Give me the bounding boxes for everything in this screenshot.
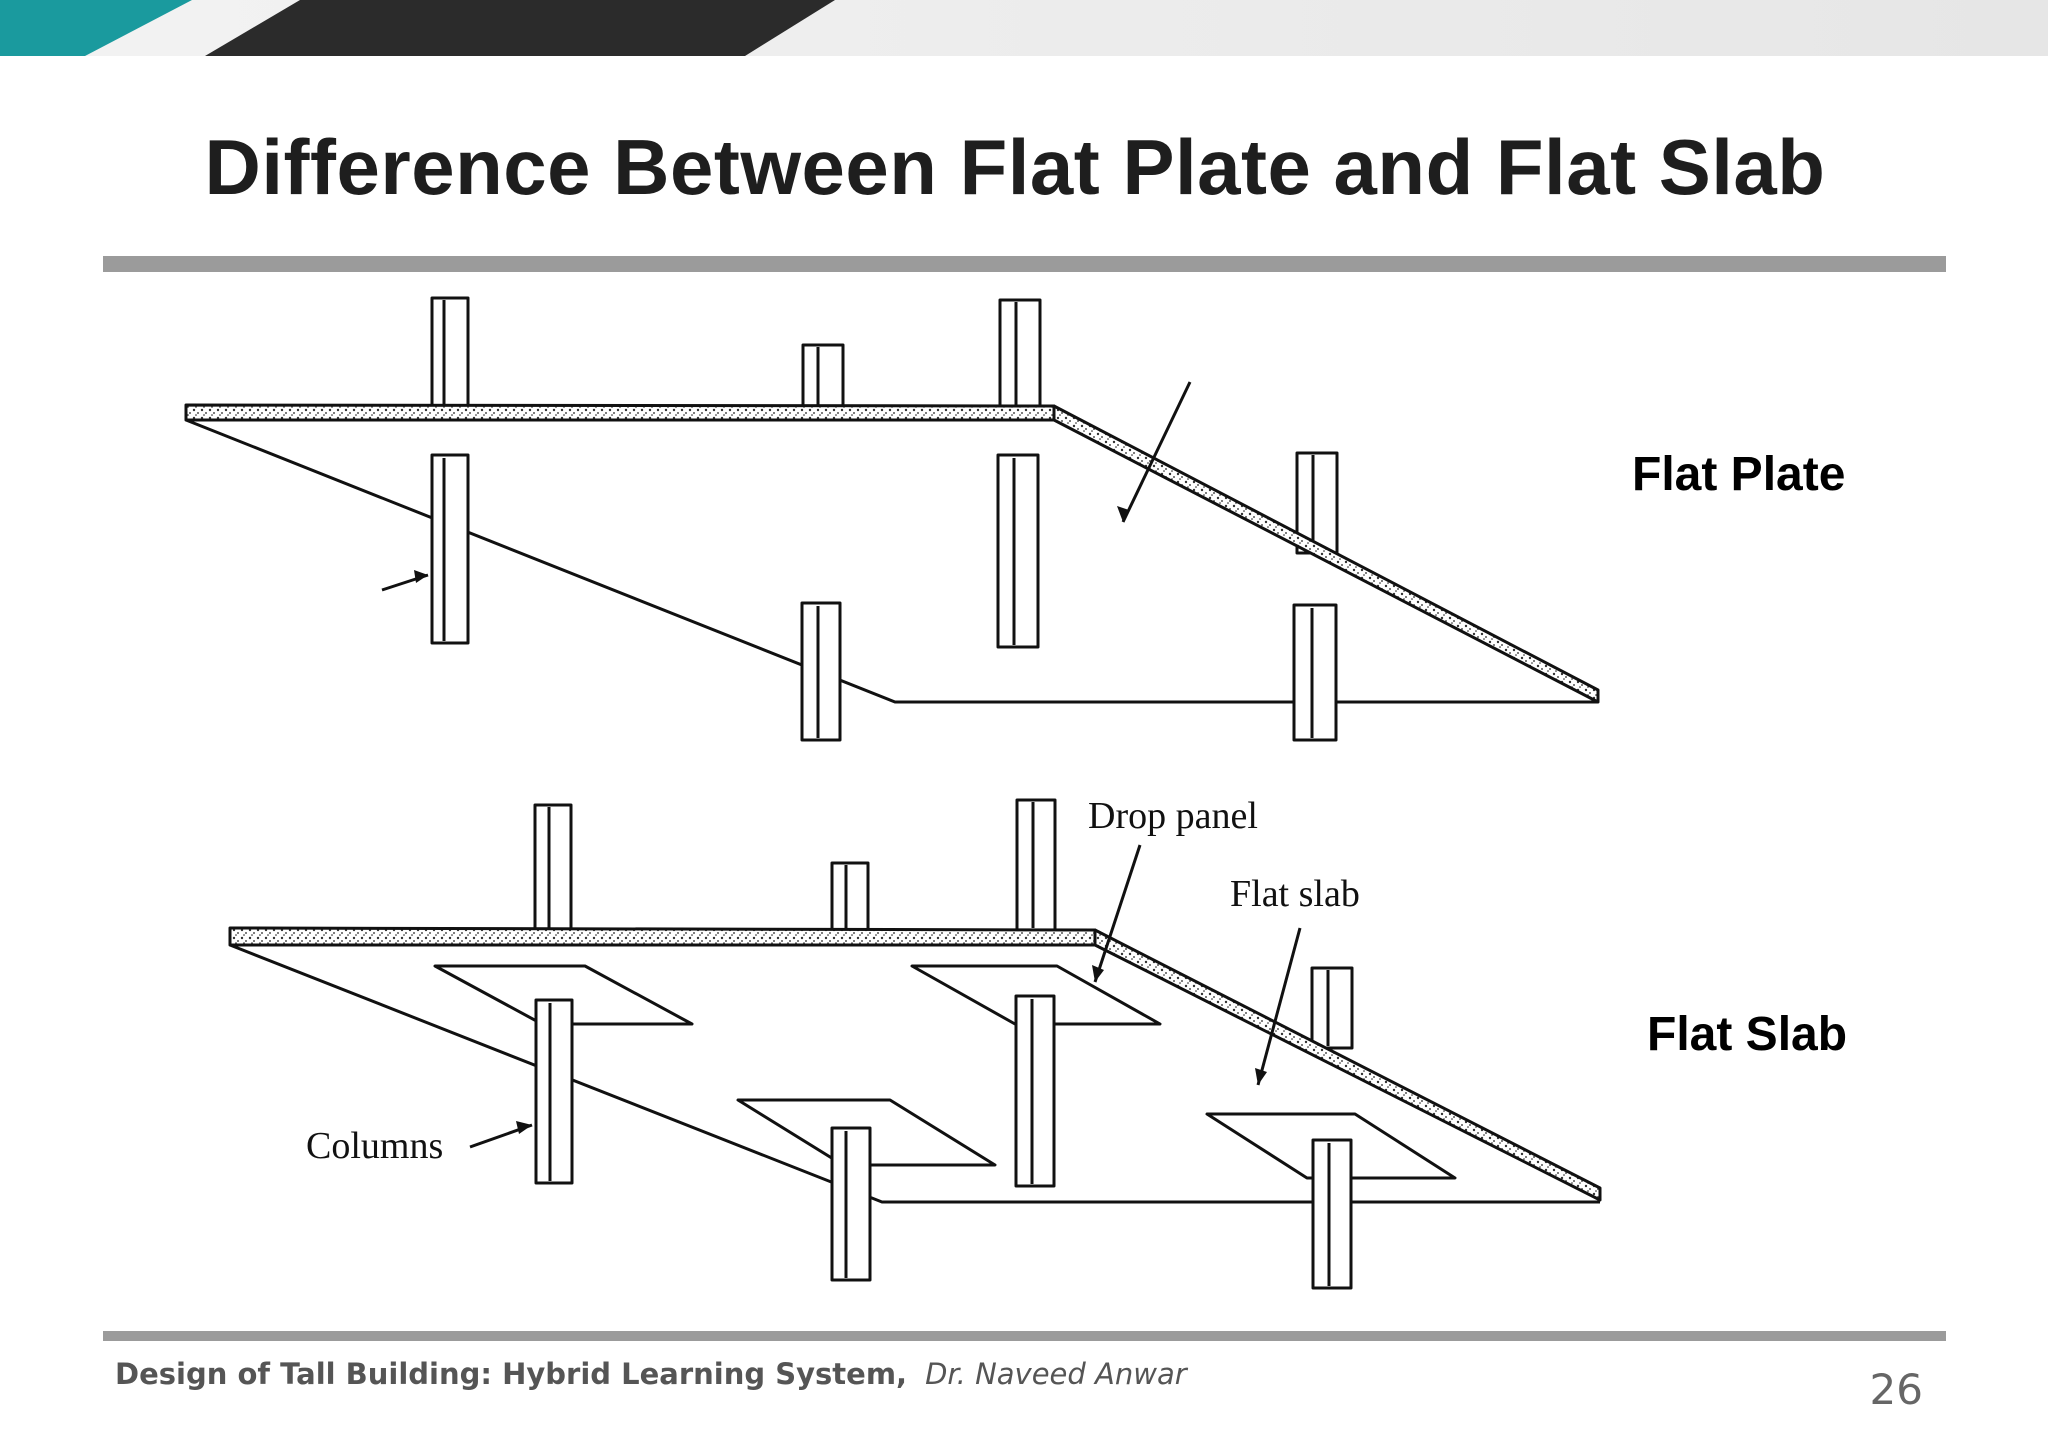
page-number: 26 bbox=[1869, 1365, 1923, 1414]
dark-stripe bbox=[205, 0, 835, 56]
footer-author: Dr. Naveed Anwar bbox=[925, 1357, 1187, 1391]
column bbox=[998, 298, 1042, 410]
column bbox=[1292, 603, 1338, 742]
column bbox=[534, 998, 574, 1185]
slab-edge bbox=[228, 926, 1097, 947]
column bbox=[533, 803, 573, 932]
column bbox=[1015, 798, 1057, 932]
top-divider bbox=[103, 256, 1946, 272]
flat-slab-drawing bbox=[228, 798, 1602, 1290]
header-banner bbox=[0, 0, 2048, 56]
slab-edge bbox=[1093, 928, 1602, 1202]
label-flat-slab-diagram: Flat slab bbox=[1230, 873, 1360, 915]
flat-plate-label: Flat Plate bbox=[1632, 448, 1846, 501]
column bbox=[996, 453, 1040, 649]
column bbox=[800, 601, 842, 742]
plate-edge bbox=[184, 403, 1056, 422]
column bbox=[830, 861, 870, 932]
plate-outline bbox=[185, 418, 1598, 704]
column bbox=[1311, 1138, 1353, 1290]
arrow bbox=[1121, 381, 1192, 523]
slab-outline bbox=[229, 943, 1600, 1204]
column bbox=[1310, 966, 1354, 1050]
footer: Design of Tall Building: Hybrid Learning… bbox=[115, 1357, 1187, 1391]
slide-title: Difference Between Flat Plate and Flat S… bbox=[204, 123, 1826, 211]
teal-stripe bbox=[0, 0, 192, 56]
leader-flat-slab bbox=[1256, 927, 1302, 1086]
label-columns: Columns bbox=[306, 1125, 443, 1167]
column bbox=[801, 343, 845, 410]
column bbox=[1014, 994, 1056, 1188]
label-drop-panel: Drop panel bbox=[1088, 795, 1258, 837]
column bbox=[430, 296, 470, 410]
footer-course: Design of Tall Building: Hybrid Learning… bbox=[115, 1357, 908, 1391]
bottom-divider bbox=[103, 1331, 1946, 1341]
flat-slab-label: Flat Slab bbox=[1647, 1008, 1848, 1061]
drop-panel bbox=[433, 964, 694, 1026]
column bbox=[430, 453, 470, 645]
flat-plate-drawing bbox=[184, 296, 1600, 742]
leader-drop-panel bbox=[1093, 844, 1142, 983]
column bbox=[830, 1126, 872, 1282]
